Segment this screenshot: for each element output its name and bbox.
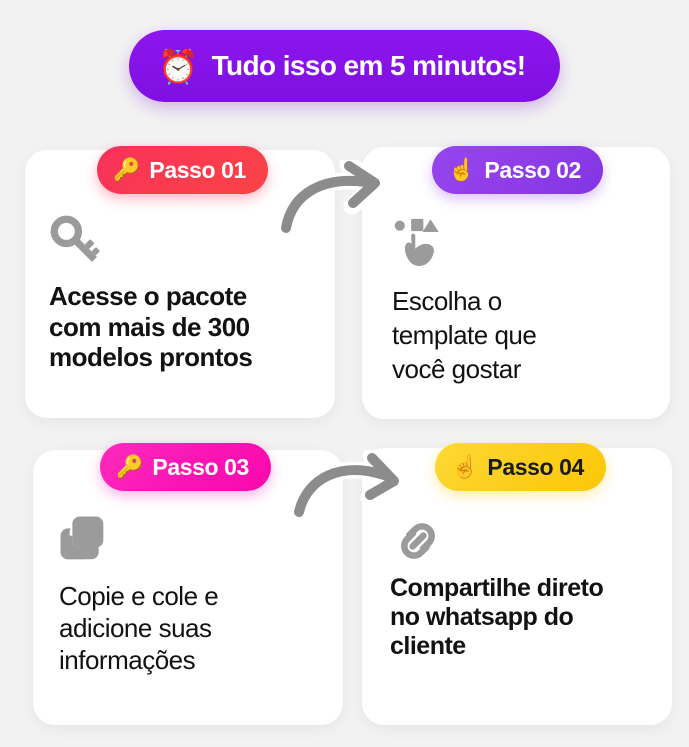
key-emoji: 🔑 <box>113 157 141 182</box>
header-banner-title: Tudo isso em 5 minutos! <box>211 50 527 81</box>
step-card-4-text: Compartilhe direto no whatsapp do client… <box>390 574 604 660</box>
step-badge-4[interactable]: ☝️ Passo 04 <box>435 443 606 491</box>
step-card-2-text: Escolha o template que você gostar <box>392 286 537 384</box>
header-banner: ⏰ Tudo isso em 5 minutos! <box>129 30 560 102</box>
step-card-3-text: Copie e cole e adicione suas informações <box>59 581 219 676</box>
link-icon <box>389 512 447 575</box>
step-badge-1-label: Passo 01 <box>149 156 246 183</box>
step-badge-2[interactable]: ☝️ Passo 02 <box>432 146 603 194</box>
step-card-1-text: Acesse o pacote com mais de 300 modelos … <box>49 281 253 373</box>
tap-select-icon <box>388 213 446 276</box>
header-banner-container: ⏰ Tudo isso em 5 minutos! <box>0 30 689 102</box>
copy-icon <box>57 513 115 576</box>
alarm-clock-emoji: ⏰ <box>157 47 199 85</box>
step-badge-1[interactable]: 🔑 Passo 01 <box>97 146 268 194</box>
step-card-4 <box>362 448 672 725</box>
step-badge-3-label: Passo 03 <box>152 453 249 480</box>
index-pointing-up-emoji: ☝️ <box>448 157 476 182</box>
step-badge-4-label: Passo 04 <box>487 453 584 480</box>
step-badge-2-label: Passo 02 <box>484 156 581 183</box>
key-emoji: 🔑 <box>116 454 144 479</box>
key-icon <box>47 212 109 279</box>
step-badge-3[interactable]: 🔑 Passo 03 <box>100 443 271 491</box>
index-pointing-up-emoji: ☝️ <box>451 454 479 479</box>
